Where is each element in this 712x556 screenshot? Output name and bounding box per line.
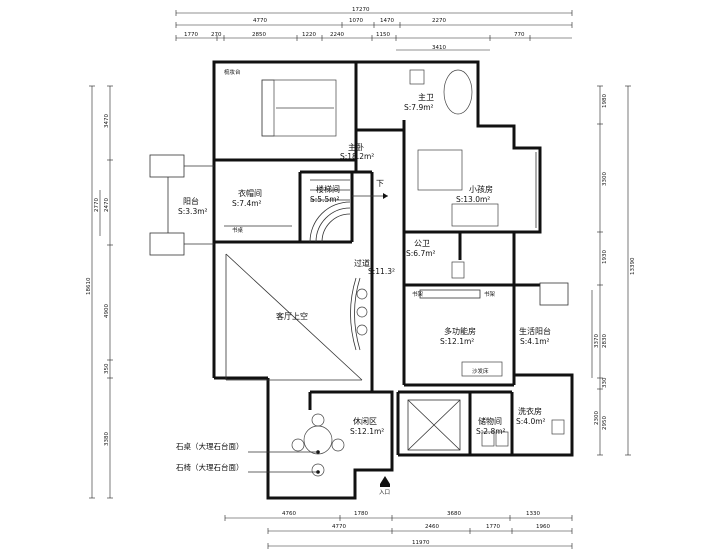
right-dimensions: 13390 1980 3300 1930 3370 2830 330 2300 … bbox=[591, 85, 636, 456]
storage-name: 储物间 bbox=[478, 416, 502, 426]
wardrobe-small-label: 书桌 bbox=[232, 226, 244, 234]
wardrobe-name: 衣帽间 bbox=[238, 188, 262, 198]
left-dimensions: 18610 3470 2770 2470 4900 350 3380 bbox=[86, 85, 113, 499]
balcony-area: S:3.3m² bbox=[178, 207, 208, 216]
dim-left-total: 18610 bbox=[86, 277, 92, 295]
wardrobe-area: S:7.4m² bbox=[232, 199, 262, 208]
dim-top2-g: 3410 bbox=[432, 45, 446, 51]
dim-bottom2-c: 1770 bbox=[486, 524, 500, 530]
master-bath-name: 主卫 bbox=[418, 92, 434, 102]
laundry-name: 洗衣房 bbox=[518, 406, 542, 416]
dim-bottom1-d: 1330 bbox=[526, 511, 540, 517]
dim-top2-d: 1220 bbox=[302, 32, 316, 38]
dim-bottom1-a: 4760 bbox=[282, 511, 296, 517]
dim-top1-d: 2270 bbox=[432, 18, 446, 24]
dim-right-total: 13390 bbox=[630, 257, 636, 275]
dim-bottom1-b: 1780 bbox=[354, 511, 368, 517]
dim-bottom2-b: 2460 bbox=[425, 524, 439, 530]
sofa-bed-label: 沙发床 bbox=[472, 367, 489, 375]
dim-bottom-total: 11970 bbox=[412, 540, 430, 546]
dim-top1-a: 4770 bbox=[253, 18, 267, 24]
dim-right-g: 2300 bbox=[594, 411, 600, 425]
dim-bottom1-c: 3680 bbox=[447, 511, 461, 517]
lounge-area: S:12.1m² bbox=[350, 427, 384, 436]
stone-stool-label: 石椅（大理石台面） bbox=[176, 462, 244, 472]
bookshelf-right-label: 书架 bbox=[484, 290, 496, 298]
master-bedroom-name: 主卧 bbox=[348, 142, 364, 152]
dim-right-b: 3300 bbox=[602, 172, 608, 186]
dim-right-e: 2830 bbox=[602, 334, 608, 348]
dim-right-a: 1980 bbox=[602, 94, 608, 108]
dim-left-d: 4900 bbox=[104, 304, 110, 318]
master-bath-area: S:7.9m² bbox=[404, 103, 434, 112]
dim-top2-a: 1770 bbox=[184, 32, 198, 38]
dim-left-b: 2770 bbox=[94, 198, 100, 212]
stair-treads bbox=[309, 179, 351, 243]
dim-bottom2-a: 4770 bbox=[332, 524, 346, 530]
dim-right-c: 1930 bbox=[602, 250, 608, 264]
dim-top2-b: 270 bbox=[211, 32, 222, 38]
dim-right-d: 3370 bbox=[594, 334, 600, 348]
corridor-name: 过道 bbox=[354, 258, 370, 268]
balcony-name: 阳台 bbox=[183, 196, 199, 206]
stair-room-area: S:5.5m² bbox=[310, 195, 340, 204]
dim-right-h: 2950 bbox=[602, 416, 608, 430]
dim-left-e: 350 bbox=[104, 363, 110, 374]
stair-room-name: 楼梯间 bbox=[316, 184, 340, 194]
top-dimensions: 17270 4770 1070 1470 2270 1770 270 2850 … bbox=[175, 7, 573, 51]
master-bedroom-area: S:18.2m² bbox=[340, 152, 374, 161]
dim-left-a: 3470 bbox=[104, 114, 110, 128]
dim-top2-h: 770 bbox=[514, 32, 525, 38]
dim-left-f: 3380 bbox=[104, 432, 110, 446]
service-balcony-area: S:4.1m² bbox=[520, 337, 550, 346]
multi-room-name: 多功能房 bbox=[444, 326, 476, 336]
dim-top1-b: 1070 bbox=[349, 18, 363, 24]
dim-top2-c: 2850 bbox=[252, 32, 266, 38]
interior-details bbox=[149, 69, 569, 487]
multi-room-area: S:12.1m² bbox=[440, 337, 474, 346]
laundry-area: S:4.0m² bbox=[516, 417, 546, 426]
public-bath-area: S:6.7m² bbox=[406, 249, 436, 258]
bookshelf-left-label: 书架 bbox=[412, 290, 424, 298]
dim-top-total: 17270 bbox=[352, 7, 370, 13]
room-labels: 梳妆台 主卧 S:18.2m² 主卫 S:7.9m² 小孩房 S:13.0m² … bbox=[176, 68, 551, 496]
down-label: 下 bbox=[376, 179, 384, 188]
dim-left-c: 2470 bbox=[104, 198, 110, 212]
lounge-name: 休闲区 bbox=[353, 416, 377, 426]
living-void-name: 客厅上空 bbox=[276, 311, 308, 321]
storage-area: S:2.8m² bbox=[476, 427, 506, 436]
service-balcony-name: 生活阳台 bbox=[519, 326, 551, 336]
dim-top1-c: 1470 bbox=[380, 18, 394, 24]
entrance-label: 入口 bbox=[379, 489, 390, 496]
kids-room-area: S:13.0m² bbox=[456, 195, 490, 204]
makeup-table-label: 梳妆台 bbox=[224, 68, 241, 76]
dim-bottom2-d: 1960 bbox=[536, 524, 550, 530]
walls bbox=[212, 60, 574, 500]
dim-right-f: 330 bbox=[602, 377, 608, 388]
corridor-area: S:11.3² bbox=[368, 267, 395, 276]
dim-top2-f: 1150 bbox=[376, 32, 390, 38]
bottom-dimensions: 4760 1780 3680 1330 4770 2460 1770 1960 … bbox=[224, 511, 573, 549]
dim-top2-e: 2240 bbox=[330, 32, 344, 38]
public-bath-name: 公卫 bbox=[414, 239, 430, 248]
stone-table-label: 石桌（大理石台面） bbox=[176, 441, 244, 451]
kids-room-name: 小孩房 bbox=[469, 184, 493, 194]
